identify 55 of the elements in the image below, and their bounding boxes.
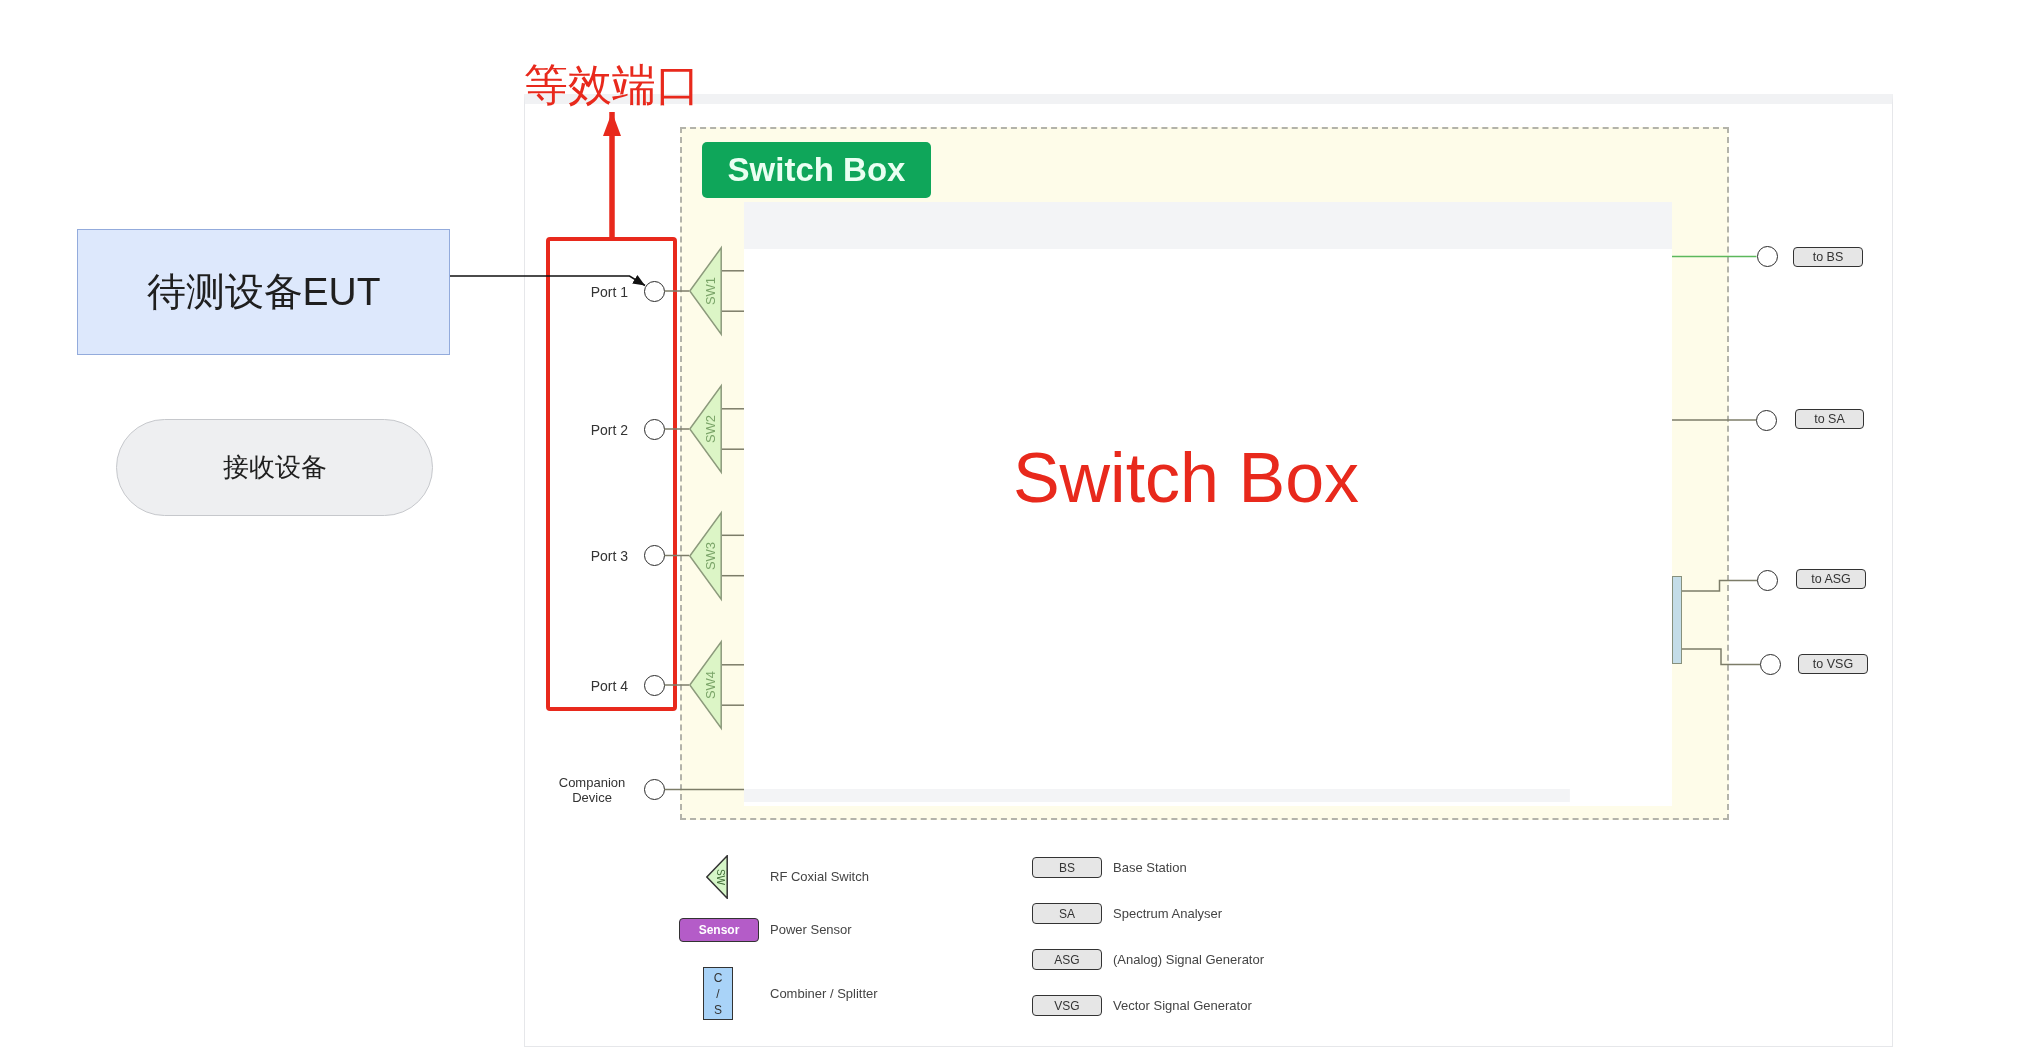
switch-triangle: SW3 xyxy=(689,511,722,600)
connector-line xyxy=(721,448,745,450)
legend-key: C / S xyxy=(703,967,733,1020)
connector-line xyxy=(663,684,690,686)
port-tag: to ASG xyxy=(1796,569,1866,589)
port-label: Port 1 xyxy=(590,284,628,300)
inner-panel xyxy=(744,202,1672,806)
connector-line xyxy=(721,574,745,577)
connector-line xyxy=(663,554,690,557)
legend-label: Spectrum Analyser xyxy=(1113,906,1223,922)
title-badge: Switch Box xyxy=(702,142,931,198)
legend-label: Combiner / Splitter xyxy=(770,986,878,1002)
panel-title: Switch Box xyxy=(1012,438,1360,518)
legend-label: (Analog) Signal Generator xyxy=(1113,952,1265,968)
container-panel xyxy=(680,127,1729,820)
connector-line xyxy=(721,534,745,537)
legend-key: ASG xyxy=(1032,949,1102,970)
connector-line xyxy=(1671,419,1757,421)
annotation-text: 等效端口 xyxy=(522,58,702,112)
port-label: Port 3 xyxy=(590,548,628,564)
switch-triangle: SW1 xyxy=(689,247,722,335)
connector-line xyxy=(1681,579,1758,592)
arrow xyxy=(603,112,621,237)
legend-label: Power Sensor xyxy=(770,922,852,938)
connector-line xyxy=(663,428,690,430)
connector-line xyxy=(663,788,745,791)
legend-key: SA xyxy=(1032,903,1102,924)
combiner-bar xyxy=(1672,576,1682,664)
legend-key: Sensor xyxy=(679,918,759,942)
port-label: Port 2 xyxy=(590,422,628,438)
legend-label: Vector Signal Generator xyxy=(1113,998,1252,1014)
connector-line xyxy=(721,704,745,706)
switch-triangle: SW4 xyxy=(689,641,722,729)
port-label: Port 4 xyxy=(590,678,628,694)
arrow xyxy=(449,274,646,287)
port-tag: to BS xyxy=(1793,247,1863,267)
rounded-box: 接收设备 xyxy=(116,419,433,516)
connector-line xyxy=(663,290,690,292)
port-tag: to VSG xyxy=(1798,654,1868,674)
port-label: Companion Device xyxy=(557,775,627,805)
legend-label: Base Station xyxy=(1113,860,1187,876)
legend-key: VSG xyxy=(1032,995,1102,1016)
connector-line xyxy=(721,310,745,312)
highlight-frame xyxy=(546,237,677,711)
switch-symbol: SW xyxy=(706,855,728,899)
connector-line xyxy=(721,270,745,272)
switch-triangle: SW2 xyxy=(689,385,722,473)
port-tag: to SA xyxy=(1795,409,1864,429)
connector-line xyxy=(721,408,745,410)
legend-label: RF Coxial Switch xyxy=(770,869,869,885)
process-box: 待测设备EUT xyxy=(77,229,450,355)
connector-line xyxy=(1681,648,1761,666)
legend-key: BS xyxy=(1032,857,1102,878)
connector-line xyxy=(721,664,745,666)
connector-line xyxy=(1671,255,1758,258)
